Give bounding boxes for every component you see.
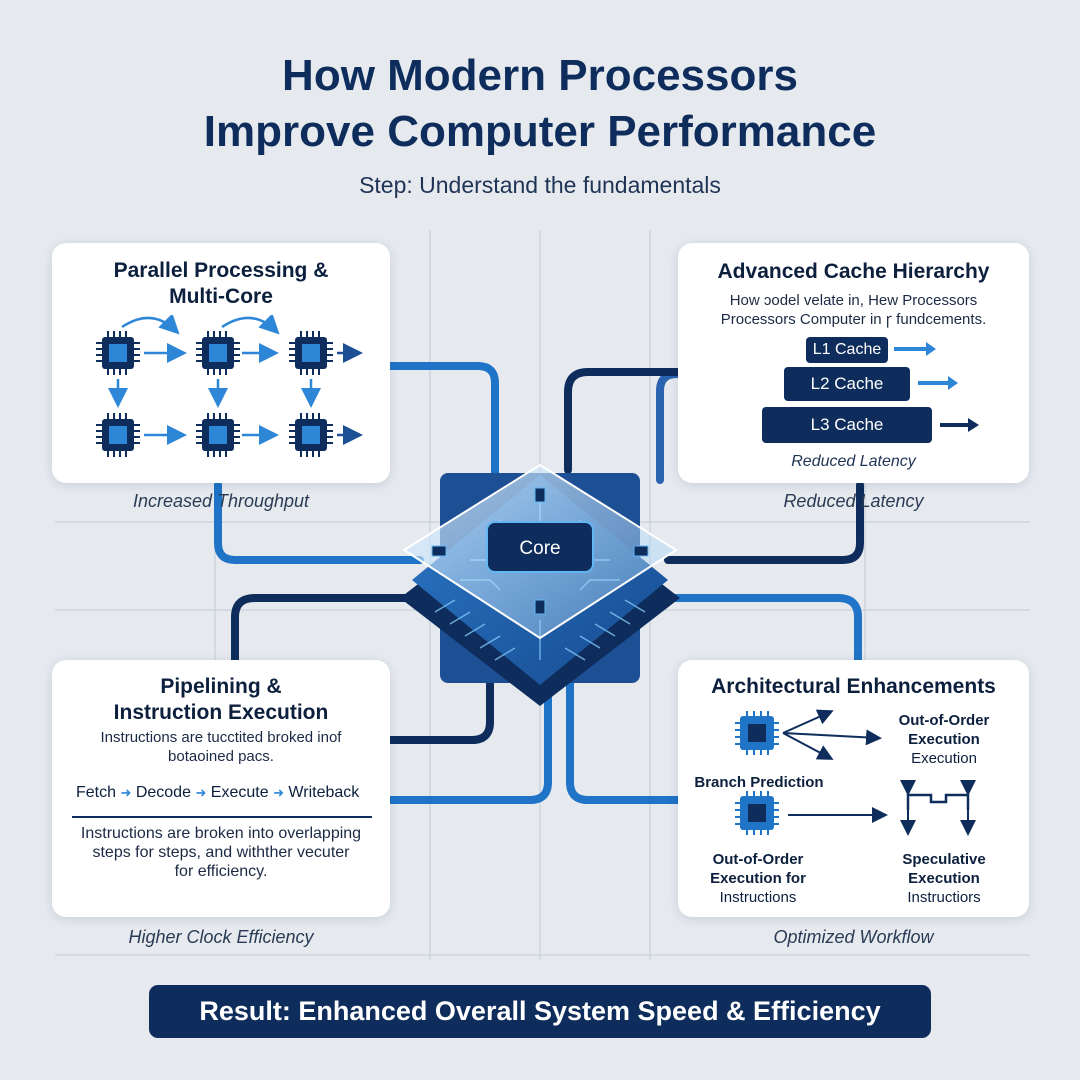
ooo-bottom-line-3: Instructions	[719, 889, 797, 906]
ooo-bottom-line-2: Execution for	[710, 870, 806, 887]
multicore-diagram	[96, 315, 363, 457]
core-flow-arrows	[108, 315, 363, 445]
pipeline-step-fetch: Fetch	[76, 784, 117, 801]
speculative-line-3: Instructiors	[907, 889, 981, 906]
parallel-caption: Increased Throughput	[132, 491, 310, 511]
architectural-diagram	[735, 709, 976, 836]
pipeline-step-writeback: Writeback	[288, 784, 360, 801]
parallel-card-title: Parallel Processing & Multi-Core	[52, 258, 390, 310]
speculative-label: Speculative Execution Instructiors	[874, 850, 1014, 907]
ooo-top-line-3: Execution	[911, 750, 977, 767]
pipelining-title-line-2: Instruction Execution	[113, 701, 329, 724]
cache-desc-line-2: Processors Computer in ꞅ fundcements.	[720, 311, 987, 328]
pipelining-note: Instructions are broken into overlapping…	[52, 824, 390, 881]
cache-desc-line-1: How ɔodel velate in, Hew Processors	[729, 292, 978, 309]
cache-inner-caption: Reduced Latency	[791, 453, 916, 470]
architectural-caption: Optimized Workflow	[773, 927, 934, 947]
architectural-card-title: Architectural Enhancements	[711, 675, 996, 698]
pipelining-title-line-1: Pipelining &	[160, 675, 282, 698]
pipelining-note-line-2: steps for steps, and withther vecuter	[92, 844, 350, 861]
result-banner: Result: Enhanced Overall System Speed & …	[149, 985, 931, 1038]
parallel-processing-card: Parallel Processing & Multi-Core	[52, 243, 390, 483]
cache-card-title: Advanced Cache Hierarchy	[717, 260, 990, 283]
pipelining-note-line-3: for efficiency.	[174, 863, 268, 880]
branch-chip-icon	[735, 791, 779, 835]
pipelining-description: Instructions are tucctited broked inof b…	[52, 728, 390, 766]
core-chip-icon	[289, 331, 333, 375]
pipelining-card-title: Pipelining & Instruction Execution	[52, 674, 390, 726]
core-chip-icon	[96, 331, 140, 375]
pipelining-caption: Higher Clock Efficiency	[128, 927, 314, 947]
core-chip-icon	[196, 331, 240, 375]
cache-description: How ɔodel velate in, Hew Processors Proc…	[678, 291, 1029, 329]
pipeline-step-execute: Execute	[210, 784, 269, 801]
core-chip-icon	[96, 413, 140, 457]
pipelining-note-line-1: Instructions are broken into overlapping	[80, 825, 362, 842]
l2-cache-box: L2 Cache	[784, 367, 910, 401]
ooo-bottom-label: Out-of-Order Execution for Instructions	[688, 850, 828, 907]
pipeline-stages: Fetch ➜ Decode ➜ Execute ➜ Writeback	[76, 784, 386, 802]
pipelining-desc-line-1: Instructions are tucctited broked inof	[100, 729, 342, 746]
ooo-top-line-2: Execution	[908, 731, 980, 748]
core-die	[486, 521, 594, 573]
execution-arrows	[782, 709, 976, 836]
parallel-title-line-2: Multi-Core	[169, 285, 273, 308]
page-title: How Modern Processors Improve Computer P…	[0, 48, 1080, 160]
page-title-line-1: How Modern Processors	[282, 51, 798, 100]
speculative-line-1: Speculative	[902, 851, 986, 868]
l1-cache-box: L1 Cache	[806, 337, 888, 363]
architectural-card: Architectural Enhancements Out-of	[678, 660, 1029, 917]
pipelining-desc-line-2: botaoined pacs.	[168, 748, 274, 765]
ooo-top-label: Out-of-Order Execution Execution	[874, 711, 1014, 768]
page-title-line-2: Improve Computer Performance	[203, 107, 877, 156]
core-label: Core	[519, 538, 560, 559]
pipelining-card: Pipelining & Instruction Execution Instr…	[52, 660, 390, 917]
branch-prediction-label: Branch Prediction	[684, 773, 834, 792]
arrow-right-icon: ➜	[120, 785, 132, 800]
speculative-line-2: Execution	[908, 870, 980, 887]
arrow-right-icon: ➜	[195, 785, 207, 800]
processor-chip-icon	[735, 711, 779, 755]
cache-arrows	[894, 342, 979, 432]
pipeline-step-decode: Decode	[135, 784, 191, 801]
ooo-top-line-1: Out-of-Order	[898, 712, 990, 729]
arrow-right-icon: ➜	[273, 785, 284, 800]
core-chip-icon	[196, 413, 240, 457]
cache-hierarchy-card: Advanced Cache Hierarchy How ɔodel velat…	[678, 243, 1029, 483]
cache-caption: Reduced Latency	[783, 491, 924, 511]
l3-cache-box: L3 Cache	[762, 407, 932, 443]
page-subtitle: Step: Understand the fundamentals	[359, 172, 721, 198]
core-chip-icon	[289, 413, 333, 457]
pipeline-divider	[72, 816, 372, 818]
parallel-title-line-1: Parallel Processing &	[113, 259, 329, 282]
ooo-bottom-line-1: Out-of-Order	[712, 851, 804, 868]
branch-prediction-text: Branch Prediction	[694, 774, 824, 791]
